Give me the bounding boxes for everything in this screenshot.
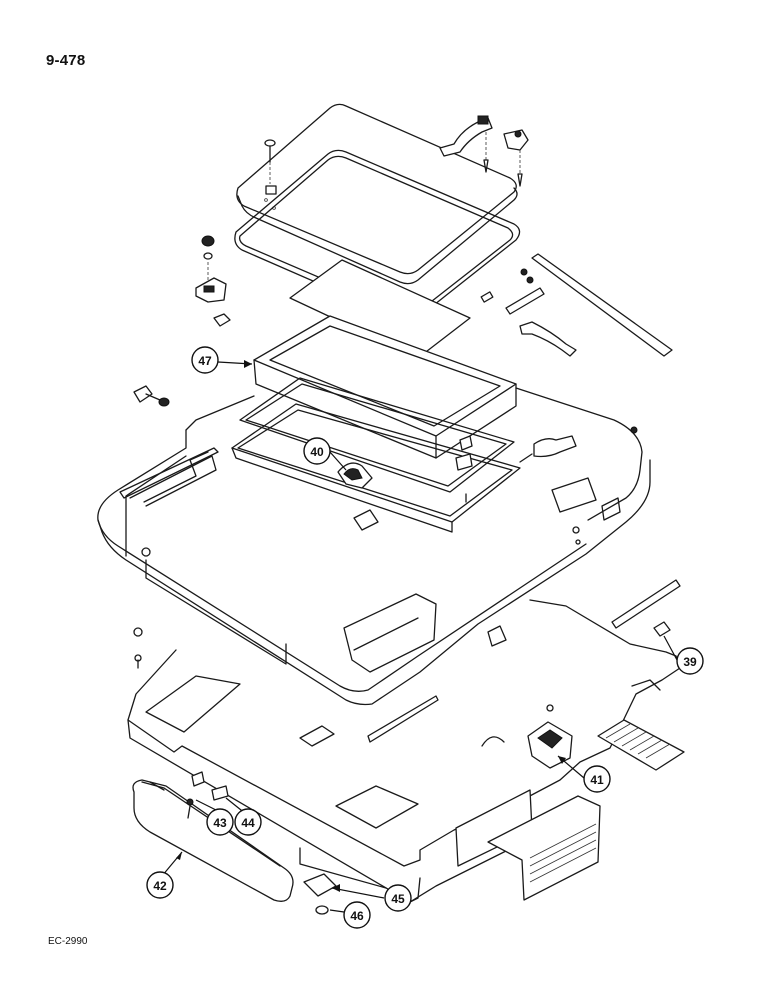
trim-rod (531, 253, 673, 357)
callout-39: 39 (676, 647, 704, 675)
lid-handle (439, 115, 493, 173)
filter-cartridge (487, 795, 601, 901)
sun-visor (132, 779, 294, 902)
mounting-bolt (133, 385, 170, 407)
page-number: 9-478 (46, 52, 86, 69)
hinge-assembly (195, 235, 231, 327)
svg-text:47: 47 (198, 354, 212, 368)
callout-44: 44 (234, 808, 262, 836)
latch-receiver (353, 435, 473, 531)
drawing-code: EC-2990 (48, 936, 88, 947)
svg-text:40: 40 (310, 445, 324, 459)
svg-text:39: 39 (683, 655, 697, 669)
svg-text:41: 41 (590, 773, 604, 787)
callout-40: 40 (303, 437, 331, 465)
hatch-lid (236, 103, 518, 285)
callout-47: 47 (191, 346, 219, 374)
svg-text:42: 42 (153, 879, 167, 893)
callout-43: 43 (206, 808, 234, 836)
callout-42: 42 (146, 871, 174, 899)
gas-strut (480, 268, 545, 315)
vent-grille (597, 719, 685, 771)
svg-text:46: 46 (350, 909, 364, 923)
lid-latch (503, 129, 529, 187)
callout-46: 46 (343, 901, 371, 929)
headliner-strip (611, 579, 681, 629)
fasteners (133, 627, 554, 712)
roof-shell (97, 387, 651, 706)
latch-handle (337, 462, 373, 489)
lid-gasket (234, 149, 521, 321)
strut-handle (519, 321, 577, 357)
air-vent (527, 721, 573, 769)
svg-text:45: 45 (391, 892, 405, 906)
lid-screw (264, 139, 276, 184)
hatch-frame (253, 315, 517, 459)
hatch-seal (231, 377, 521, 533)
callout-41: 41 (583, 765, 611, 793)
clip-39 (653, 621, 671, 637)
svg-text:43: 43 (213, 816, 227, 830)
callout-45: 45 (384, 884, 412, 912)
svg-text:44: 44 (241, 816, 255, 830)
